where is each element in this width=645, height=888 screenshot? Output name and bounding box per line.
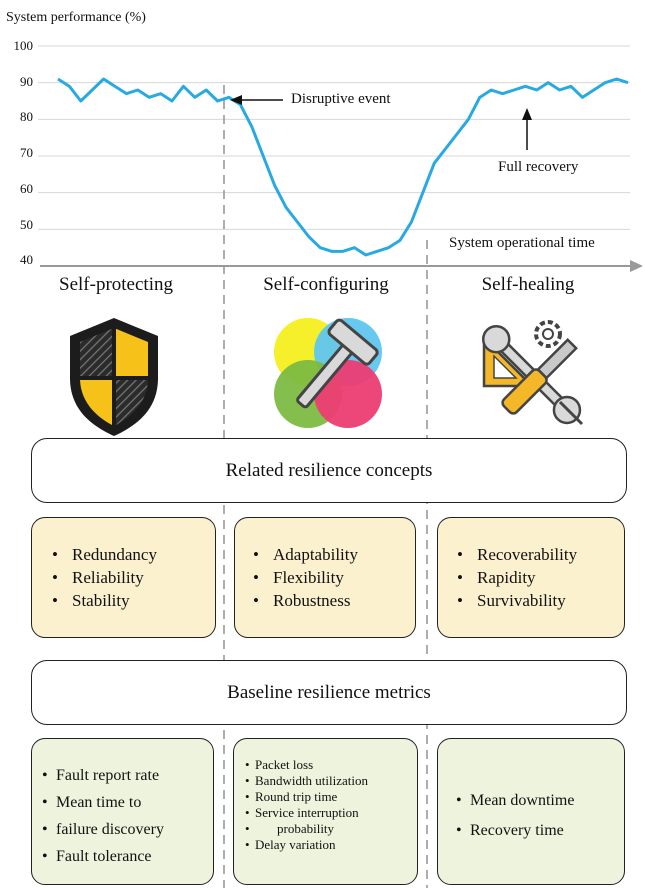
y-tick-label: 100 bbox=[13, 38, 34, 53]
column-title-self-protecting: Self-protecting bbox=[59, 274, 173, 295]
list-item-continuation: probability bbox=[243, 821, 417, 837]
y-tick-label: 60 bbox=[20, 181, 33, 196]
list-item: Fault tolerance bbox=[40, 843, 213, 870]
y-tick-label: 50 bbox=[20, 217, 33, 232]
y-tick-label: 70 bbox=[20, 145, 33, 160]
list-item: Recovery time bbox=[454, 816, 624, 846]
concepts-banner: Related resilience concepts bbox=[31, 438, 627, 503]
concepts-box-healing: Recoverability Rapidity Survivability bbox=[437, 517, 625, 638]
y-tick-label: 90 bbox=[20, 74, 33, 89]
metrics-box-healing: Mean downtime Recovery time bbox=[437, 738, 625, 885]
list-item: Round trip time bbox=[243, 789, 417, 805]
y-tick-label: 40 bbox=[20, 252, 33, 267]
list-item: Robustness bbox=[251, 589, 415, 612]
list-item: Survivability bbox=[455, 589, 624, 612]
list-item: Adaptability bbox=[251, 543, 415, 566]
list-item: Flexibility bbox=[251, 566, 415, 589]
list-item-continuation-text: probability bbox=[277, 821, 335, 836]
metrics-box-protecting: Fault report rate Mean time to failure d… bbox=[31, 738, 214, 885]
list-item: Recoverability bbox=[455, 543, 624, 566]
shield-icon bbox=[70, 318, 158, 436]
performance-line bbox=[57, 77, 629, 257]
metrics-list: Packet loss Bandwidth utilization Round … bbox=[243, 757, 417, 853]
metrics-list: Mean downtime Recovery time bbox=[454, 786, 624, 846]
concepts-box-protecting: Redundancy Reliability Stability bbox=[31, 517, 216, 638]
column-title-self-configuring: Self-configuring bbox=[263, 274, 389, 295]
list-item: Redundancy bbox=[50, 543, 215, 566]
x-axis-title: System operational time bbox=[447, 235, 597, 252]
x-axis-arrowhead bbox=[630, 260, 643, 272]
list-item: Reliability bbox=[50, 566, 215, 589]
metrics-banner-label: Baseline resilience metrics bbox=[227, 681, 431, 703]
palette-hammer-icon bbox=[274, 318, 382, 428]
recovery-arrowhead bbox=[522, 108, 532, 120]
list-item-continuation-text: failure discovery bbox=[56, 821, 164, 838]
metrics-list: Fault report rate Mean time to failure d… bbox=[40, 762, 213, 870]
tools-icon bbox=[481, 320, 584, 426]
full-recovery-label: Full recovery bbox=[496, 159, 581, 176]
disruptive-event-label: Disruptive event bbox=[289, 91, 393, 108]
concepts-list: Recoverability Rapidity Survivability bbox=[455, 543, 624, 612]
list-item: Fault report rate bbox=[40, 762, 213, 789]
list-item: Mean downtime bbox=[454, 786, 624, 816]
disruptive-arrowhead bbox=[230, 95, 242, 105]
chart-gridlines bbox=[38, 45, 630, 230]
concepts-list: Adaptability Flexibility Robustness bbox=[251, 543, 415, 612]
y-axis-title: System performance (%) bbox=[6, 10, 146, 25]
concepts-box-configuring: Adaptability Flexibility Robustness bbox=[234, 517, 416, 638]
metrics-banner: Baseline resilience metrics bbox=[31, 660, 627, 725]
list-item: Rapidity bbox=[455, 566, 624, 589]
list-item: Mean time to bbox=[40, 789, 213, 816]
concepts-list: Redundancy Reliability Stability bbox=[50, 543, 215, 612]
list-item: Stability bbox=[50, 589, 215, 612]
list-item: Packet loss bbox=[243, 757, 417, 773]
y-tick-label: 80 bbox=[20, 109, 33, 124]
list-item: Delay variation bbox=[243, 837, 417, 853]
concepts-banner-label: Related resilience concepts bbox=[225, 459, 433, 481]
list-item-continuation: failure discovery bbox=[40, 816, 213, 843]
list-item: Bandwidth utilization bbox=[243, 773, 417, 789]
metrics-box-configuring: Packet loss Bandwidth utilization Round … bbox=[233, 738, 418, 885]
column-title-self-healing: Self-healing bbox=[481, 274, 575, 295]
list-item: Service interruption bbox=[243, 805, 417, 821]
